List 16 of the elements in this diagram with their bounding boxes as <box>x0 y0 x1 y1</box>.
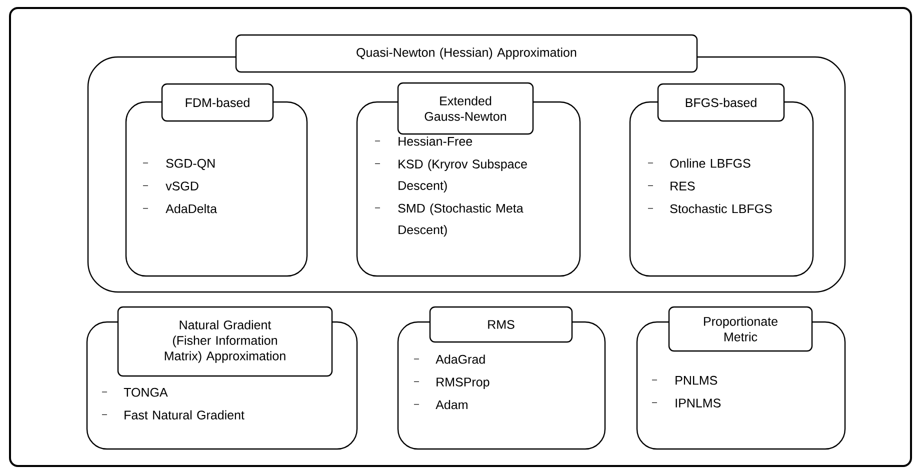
list-item: TONGA <box>102 388 168 397</box>
list-item: Fast Natural Gradient <box>102 410 244 420</box>
list-item: RMSProp <box>414 378 490 389</box>
list-item: Online LBFGS <box>648 158 750 168</box>
list-item: Stochastic LBFGS <box>648 204 772 214</box>
list-item: PNLMS <box>652 376 718 385</box>
list-item: IPNLMS <box>652 398 721 408</box>
list-item: AdaGrad <box>414 354 485 364</box>
list-item: SMD (Stochastic Meta Descent) <box>374 204 524 237</box>
list-item: KSD (Kryrov Subspace Descent) <box>374 159 527 192</box>
list-item: Adam <box>414 400 468 410</box>
list-item: AdaDelta <box>142 204 218 214</box>
list-item: Hessian-Free <box>374 136 472 146</box>
list-item: vSGD <box>142 182 198 190</box>
list-item: SGD-QN <box>142 158 215 170</box>
list-item: RES <box>648 182 695 190</box>
